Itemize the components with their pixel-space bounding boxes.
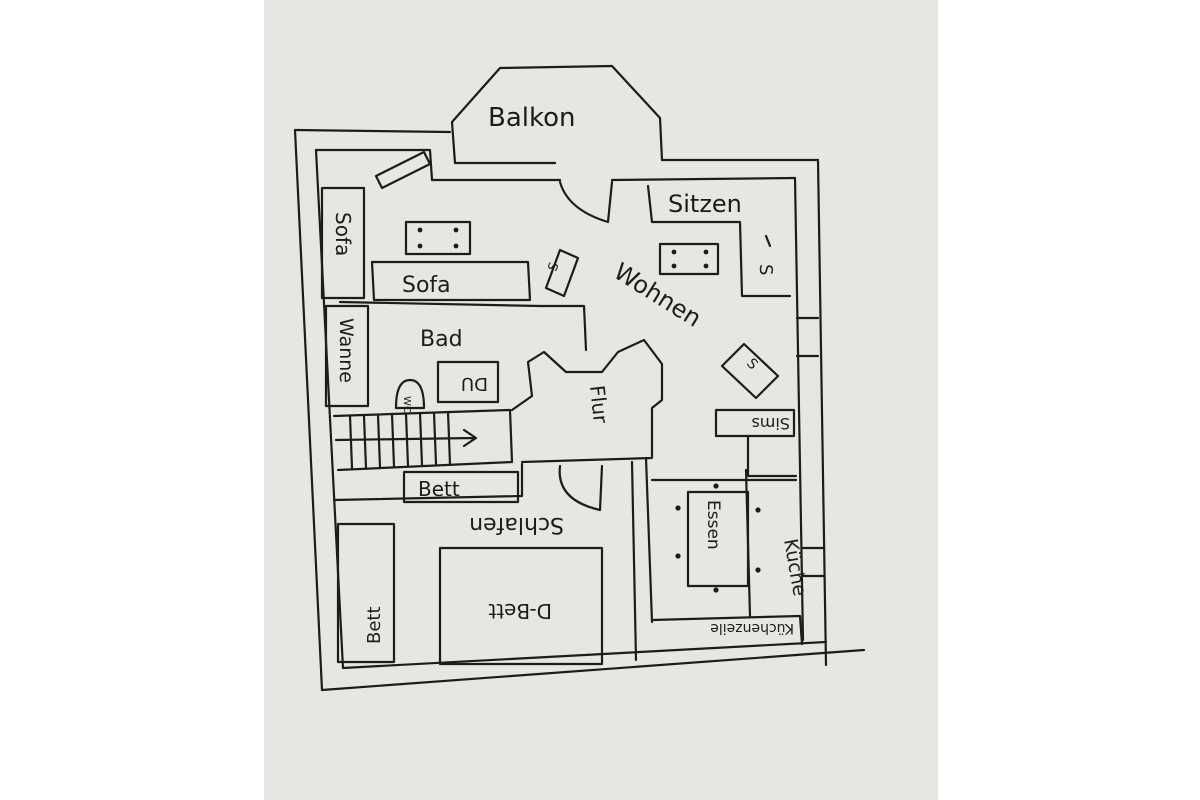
label-essen: Essen: [703, 500, 723, 550]
balcony-door-swing: [558, 180, 614, 224]
bed-left: [336, 522, 396, 664]
label-kuechenzeile: Küchenzeile: [710, 620, 794, 636]
label-seat-s1: S: [546, 260, 563, 273]
bed-top: [402, 470, 520, 504]
sims-shelf: [714, 408, 796, 438]
label-schlafen: Schlafen: [469, 512, 564, 537]
label-dbett: D-Bett: [488, 599, 552, 623]
label-sofa-vertical: Sofa: [331, 212, 355, 256]
bathtub: [324, 304, 370, 408]
hallway-door-swing: [558, 464, 604, 512]
double-bed: [438, 546, 604, 666]
label-wanne: Wanne: [335, 318, 357, 383]
staircase-outline: [332, 408, 514, 472]
hallway-outline: [510, 338, 664, 464]
label-sitzen: Sitzen: [668, 190, 742, 218]
label-du: DU: [461, 373, 488, 394]
small-table-top-left: [374, 150, 432, 190]
label-sofa-horizontal: Sofa: [402, 273, 451, 298]
kitchen-counter: [650, 614, 804, 646]
window-notch-2: [801, 546, 826, 578]
outer-wall-bottom-outer: [320, 648, 866, 692]
label-bett-top: Bett: [418, 477, 460, 501]
bench-sitzen: [646, 184, 792, 298]
label-kueche: Küche: [779, 537, 811, 598]
sims-side: [746, 434, 798, 478]
wall-living-bath: [338, 300, 542, 308]
label-seat-s3: S: [755, 264, 776, 275]
toilet: [394, 378, 426, 410]
label-flur: Flur: [585, 384, 613, 425]
chair-s1: [544, 248, 580, 298]
outer-wall-top-right-inner: [610, 176, 797, 182]
coffee-table-right: [658, 242, 720, 276]
shower: [436, 360, 500, 404]
chair-s2: [720, 342, 780, 400]
outer-wall-top-left-outer: [293, 128, 452, 134]
balcony-outline: [450, 64, 664, 165]
sofa-horizontal: [370, 260, 532, 302]
outer-wall-top-left-inner: [314, 148, 562, 182]
label-balkon: Balkon: [488, 103, 576, 133]
wall-bedroom-top: [332, 462, 524, 502]
sofa-vertical: [320, 186, 366, 300]
wall-bedroom-right: [630, 460, 638, 662]
kitchen-side: [744, 468, 752, 618]
wall-kitchen-left: [644, 456, 654, 624]
bench-line-right: [764, 234, 772, 248]
label-bad: Bad: [420, 327, 463, 352]
outer-wall-right-inner: [793, 176, 805, 642]
label-sims: Sims: [751, 414, 790, 433]
outer-wall-right-outer: [816, 158, 828, 667]
outer-wall-bottom-inner: [341, 640, 828, 670]
label-seat-s2: S: [743, 356, 761, 374]
label-wc: WC: [401, 396, 412, 413]
wall-bath-right: [538, 304, 588, 352]
coffee-table-left: [404, 220, 472, 256]
label-bett-left: Bett: [364, 606, 385, 644]
staircase-arrow: [334, 428, 478, 448]
window-notch-1: [795, 316, 820, 358]
label-wohnen: Wohnen: [609, 257, 706, 332]
outer-wall-left-outer: [293, 128, 324, 692]
